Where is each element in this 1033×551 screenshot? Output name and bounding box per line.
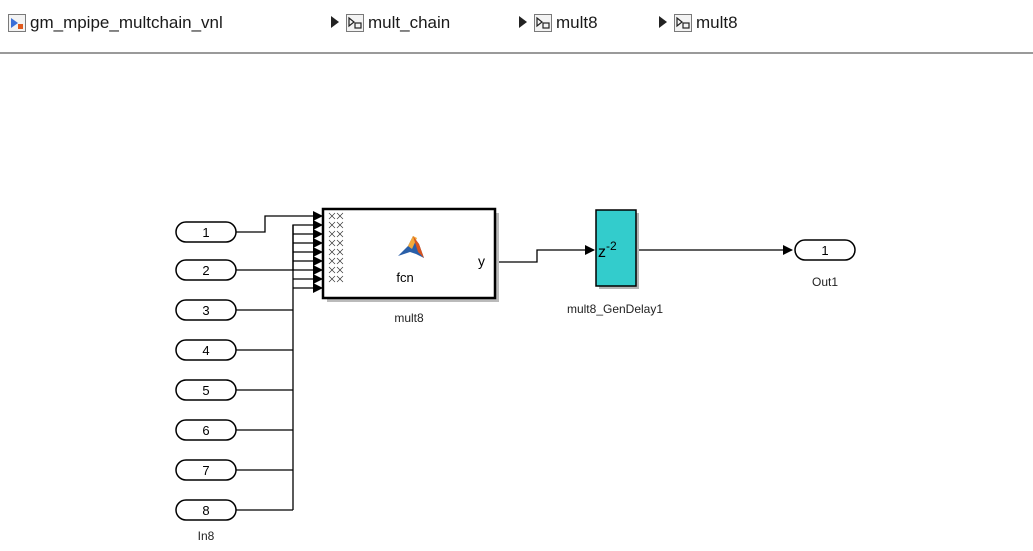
breadcrumb-item-mult-chain[interactable]: mult_chain <box>346 11 450 35</box>
model-icon <box>8 14 26 32</box>
subsystem-icon <box>674 14 692 32</box>
breadcrumb-item-model[interactable]: gm_mpipe_multchain_vnl <box>8 11 223 35</box>
breadcrumb-item-mult8[interactable]: mult8 <box>534 11 598 35</box>
breadcrumb-label: mult8 <box>696 13 738 32</box>
breadcrumb-label: mult_chain <box>368 13 451 32</box>
inport-number: 2 <box>202 263 209 278</box>
triangle-right-icon <box>659 16 667 28</box>
inport-number: 6 <box>202 423 209 438</box>
delay-label-base: z <box>598 244 606 261</box>
outport-name: Out1 <box>812 275 838 289</box>
inport-3[interactable]: 3 <box>175 299 237 321</box>
breadcrumb-label: gm_mpipe_multchain_vnl <box>30 13 223 32</box>
inport-8[interactable]: 8 <box>175 499 237 521</box>
inport-5[interactable]: 5 <box>175 379 237 401</box>
inport-2[interactable]: 2 <box>175 259 237 281</box>
signal-lines <box>236 211 793 511</box>
function-label: fcn <box>396 270 413 285</box>
inport-number: 4 <box>202 343 209 358</box>
function-block-name: mult8 <box>394 311 424 325</box>
inport-number: 8 <box>202 503 209 518</box>
delay-block[interactable]: z-2 <box>595 209 639 289</box>
subsystem-icon <box>346 14 364 32</box>
breadcrumb: gm_mpipe_multchain_vnl mult_chain mult8 <box>0 0 1033 54</box>
outport-number: 1 <box>821 243 828 258</box>
delay-label: z-2 <box>598 239 617 261</box>
triangle-right-icon <box>519 16 527 28</box>
output-port-label: y <box>478 253 485 269</box>
subsystem-icon <box>534 14 552 32</box>
inport-4[interactable]: 4 <box>175 339 237 361</box>
input-port-labels <box>328 212 344 283</box>
breadcrumb-item-mult8-current[interactable]: mult8 <box>674 11 738 35</box>
triangle-right-icon <box>331 16 339 28</box>
inport-number: 7 <box>202 463 209 478</box>
inport-number: 1 <box>202 225 209 240</box>
inport-7[interactable]: 7 <box>175 459 237 481</box>
inport-1[interactable]: 1 <box>175 221 237 243</box>
delay-block-name: mult8_GenDelay1 <box>567 302 663 316</box>
inport-number: 3 <box>202 303 209 318</box>
breadcrumb-label: mult8 <box>556 13 598 32</box>
inport-6[interactable]: 6 <box>175 419 237 441</box>
function-block-mult8[interactable]: fcn y <box>321 207 499 302</box>
delay-label-exponent: -2 <box>606 239 617 253</box>
diagram-canvas: 1 2 3 4 5 6 7 8 In8 <box>175 207 856 543</box>
inport-number: 5 <box>202 383 209 398</box>
inport-name-label: In8 <box>198 529 215 543</box>
matlab-logo-icon <box>398 236 424 258</box>
outport-1[interactable]: 1 <box>794 239 856 261</box>
